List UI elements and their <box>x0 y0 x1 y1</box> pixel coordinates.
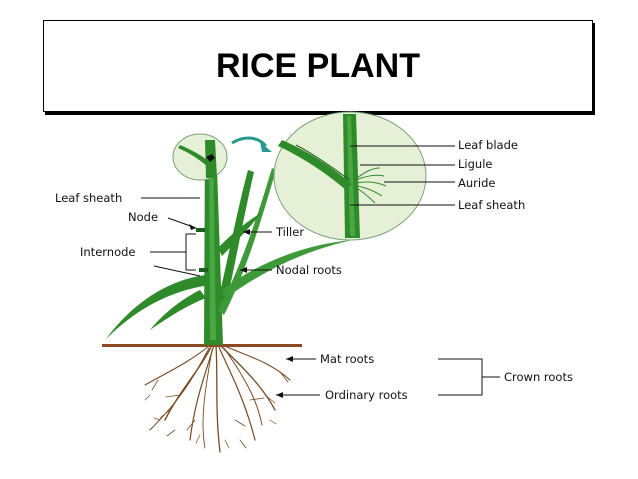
zoom-detail <box>278 114 387 238</box>
main-culm <box>196 138 223 345</box>
label-leaf-blade: Leaf blade <box>458 138 518 152</box>
soil-line <box>102 344 302 347</box>
label-nodal-roots: Nodal roots <box>276 263 342 277</box>
label-leaf-sheath-right: Leaf sheath <box>458 198 525 212</box>
zoom-arrow <box>231 136 272 152</box>
title-box: RICE PLANT <box>43 20 593 112</box>
label-node: Node <box>128 210 158 224</box>
label-ligule: Ligule <box>458 157 492 171</box>
label-auricle: Auride <box>458 176 495 190</box>
label-crown-roots: Crown roots <box>504 370 573 384</box>
page-title: RICE PLANT <box>216 46 420 85</box>
leader-arrowheads <box>189 224 293 398</box>
label-internode: Internode <box>80 245 136 259</box>
label-leaf-sheath-left: Leaf sheath <box>55 191 122 205</box>
label-ordinary-roots: Ordinary roots <box>325 388 408 402</box>
label-mat-roots: Mat roots <box>320 352 374 366</box>
label-tiller: Tiller <box>275 225 304 239</box>
roots <box>144 344 292 453</box>
